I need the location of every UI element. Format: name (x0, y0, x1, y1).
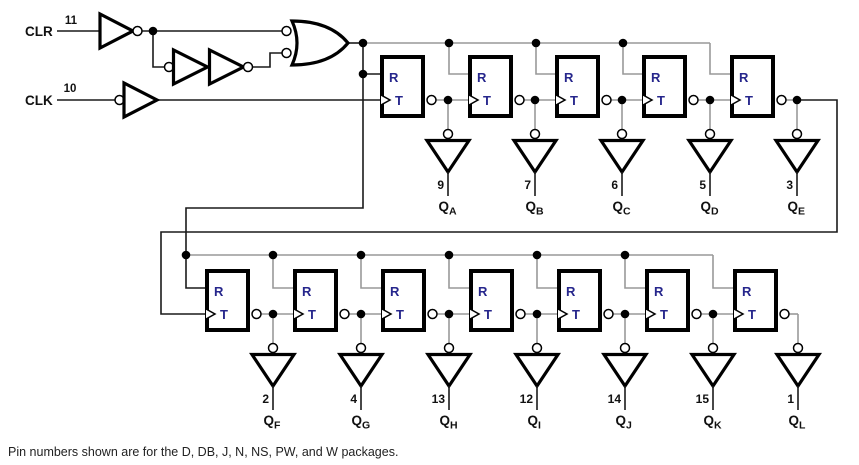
clk-buffer (122, 80, 161, 120)
output-label-qb-sub: B (536, 206, 544, 218)
flip-flop-qk: RT (644, 269, 690, 332)
primary-wires (57, 30, 838, 315)
output-buffer-qf (250, 312, 296, 412)
flip-flop-qh: RT (380, 269, 426, 332)
pin-number-qa: 9 (437, 178, 444, 192)
output-buffer-qg (338, 312, 384, 412)
ff-output-bubbles (251, 94, 790, 320)
clr-inverter (98, 11, 137, 51)
output-buffer-qe (774, 98, 820, 198)
pin-number-qf: 2 (262, 392, 269, 406)
output-label-qf: Q (263, 413, 274, 428)
ff-toggle-label: T (308, 307, 316, 322)
output-buffer-qc (599, 98, 645, 198)
ff-toggle-label: T (570, 93, 578, 108)
pin-number-qb: 7 (524, 178, 531, 192)
ff-reset-label: R (739, 70, 749, 85)
ff-reset-label: R (651, 70, 661, 85)
ff-reset-label: R (390, 284, 400, 299)
ff-reset-label: R (564, 70, 574, 85)
ff-reset-label: R (214, 284, 224, 299)
output-label-qf-sub: F (274, 420, 281, 432)
ff-toggle-label: T (572, 307, 580, 322)
output-label-qc-sub: C (623, 206, 631, 218)
output-label-qk: Q (703, 413, 714, 428)
or-input-bubble-bottom (281, 47, 292, 59)
output-label-qe: Q (787, 199, 798, 214)
ff-toggle-label: T (220, 307, 228, 322)
pin-number-qj: 14 (608, 392, 622, 406)
ff-toggle-label: T (484, 307, 492, 322)
ff-toggle-label: T (660, 307, 668, 322)
pin-number-qk: 15 (696, 392, 710, 406)
delay-buffer-2-output-bubble (242, 61, 254, 73)
output-buffer-qb (512, 98, 558, 198)
output-label-qj-sub: J (626, 420, 632, 432)
output-label-qj: Q (615, 413, 626, 428)
ff-reset-label: R (654, 284, 664, 299)
flip-flop-qi: RT (468, 269, 514, 332)
flip-flop-qf: RT (204, 269, 250, 332)
ff-reset-label: R (478, 284, 488, 299)
ff-reset-label: R (566, 284, 576, 299)
output-label-qa-sub: A (449, 206, 457, 218)
ff-toggle-label: T (657, 93, 665, 108)
output-label-qg: Q (351, 413, 362, 428)
clk-pin-number: 10 (64, 83, 77, 95)
ff-reset-label: R (302, 284, 312, 299)
clr-inverter-bubble (132, 25, 143, 37)
or-input-bubble-top (281, 25, 292, 37)
output-buffer-qa (425, 98, 471, 198)
ff-reset-label: R (389, 70, 399, 85)
ff-reset-label: R (477, 70, 487, 85)
output-label-qc: Q (612, 199, 623, 214)
output-label-qb: Q (525, 199, 536, 214)
clr-input-label: CLR (25, 24, 53, 39)
ff-toggle-label: T (395, 93, 403, 108)
pin-number-qi: 12 (520, 392, 534, 406)
output-label-qh: Q (439, 413, 450, 428)
ff-reset-label: R (742, 284, 752, 299)
output-label-qe-sub: E (798, 206, 805, 218)
ff-toggle-label: T (396, 307, 404, 322)
flip-flop-qe: RT (729, 55, 775, 118)
output-buffer-ql (775, 312, 821, 412)
output-label-qd: Q (700, 199, 711, 214)
pin-number-qg: 4 (350, 392, 357, 406)
pin-number-qe: 3 (786, 178, 793, 192)
pin-number-ql: 1 (787, 392, 794, 406)
pin-number-qc: 6 (611, 178, 618, 192)
flip-flop-qg: RT (292, 269, 338, 332)
flip-flop-qj: RT (556, 269, 602, 332)
clk-input-label: CLK (25, 93, 53, 108)
junction-dots (148, 26, 802, 319)
output-label-qd-sub: D (711, 206, 719, 218)
flip-flop-qc: RT (554, 55, 600, 118)
flip-flop-ql: RT (732, 269, 778, 332)
flip-flop-qa: RT (379, 55, 425, 118)
output-label-qg-sub: G (362, 420, 370, 432)
clr-pin-number: 11 (65, 15, 78, 27)
pin-number-qd: 5 (699, 178, 706, 192)
output-label-qi-sub: I (538, 420, 541, 432)
flip-flop-qb: RT (467, 55, 513, 118)
output-label-ql: Q (788, 413, 799, 428)
output-label-qk-sub: K (714, 420, 722, 432)
delay-buffer-2 (207, 47, 248, 87)
flip-flop-qd: RT (641, 55, 687, 118)
ff-toggle-label: T (483, 93, 491, 108)
caption: Pin numbers shown are for the D, DB, J, … (8, 445, 398, 459)
output-buffer-qd (687, 98, 733, 198)
negative-or-gate (289, 19, 351, 67)
output-label-ql-sub: L (799, 420, 806, 432)
output-label-qa: Q (438, 199, 449, 214)
pin-number-qh: 13 (432, 392, 446, 406)
ff-toggle-label: T (745, 93, 753, 108)
output-label-qh-sub: H (450, 420, 458, 432)
output-label-qi: Q (527, 413, 538, 428)
delay-buffer-1 (171, 47, 212, 87)
ff-toggle-label: T (748, 307, 756, 322)
